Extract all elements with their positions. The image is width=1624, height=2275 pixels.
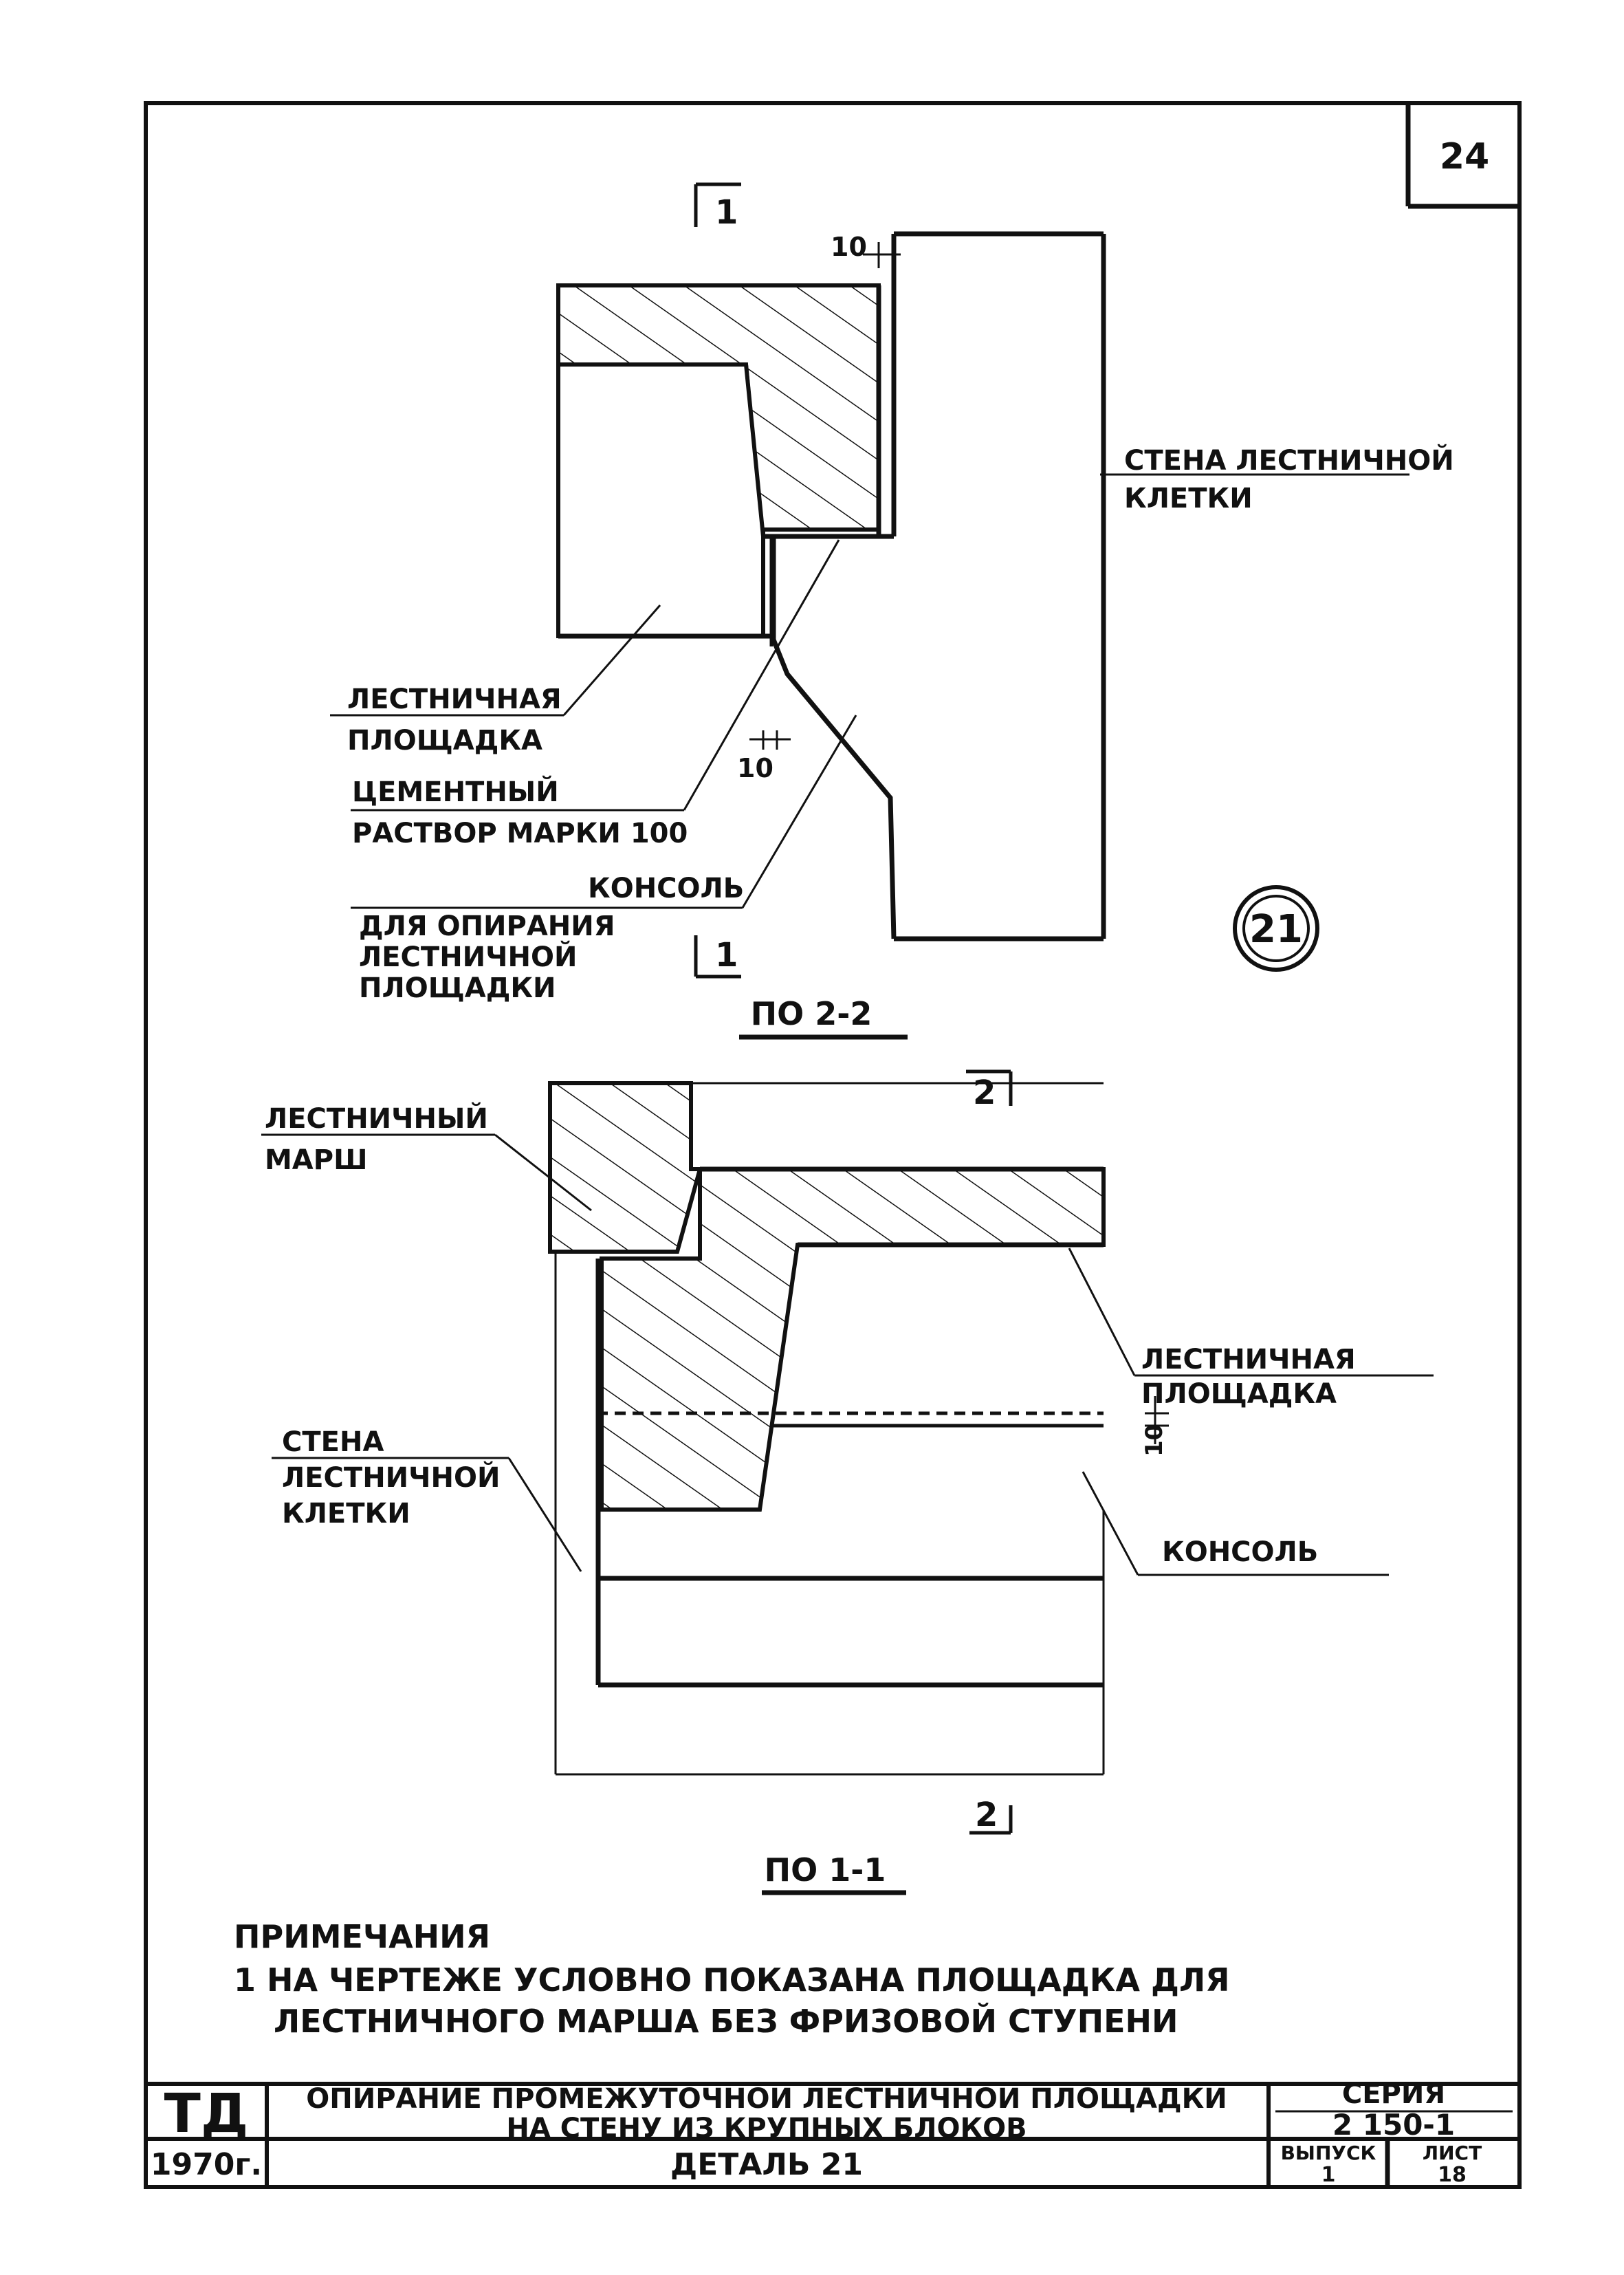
label-landing-line1: ЛЕСТНИЧНАЯ — [347, 684, 562, 715]
sheet-label: ЛИСТ — [1423, 2142, 1482, 2164]
top-section-caption: ПО 2-2 — [751, 995, 873, 1032]
notes-line1: 1 НА ЧЕРТЕЖЕ УСЛОВНО ПОКАЗАНА ПЛОЩАДКА Д… — [234, 1961, 1230, 1999]
dim-bottom — [1145, 1396, 1169, 1444]
svg-text:2: 2 — [973, 1074, 996, 1112]
section-mark-1-bottom: 1 — [694, 935, 741, 979]
sheet-frame — [144, 101, 1522, 2189]
top-section: 1 10 10 — [330, 182, 1454, 1040]
label-wall-line1: СТЕНА ЛЕСТНИЧНОЙ — [1124, 444, 1454, 477]
label-wall-b-line3: КЛЕТКИ — [282, 1498, 410, 1530]
label-landing-b-line1: ЛЕСТНИЧНАЯ — [1141, 1344, 1356, 1375]
label-flight-line2: МАРШ — [265, 1144, 368, 1176]
dim-bottom-label: 10 — [1141, 1424, 1168, 1457]
label-wall-b-line1: СТЕНА — [282, 1426, 384, 1458]
label-mortar-line2: РАСТВОР МАРКИ 100 — [352, 818, 688, 849]
notes-heading: ПРИМЕЧАНИЯ — [234, 1918, 490, 1955]
detail-title: ДЕТАЛЬ 21 — [670, 2147, 863, 2182]
title-line1: ОПИРАНИЕ ПРОМЕЖУТОЧНОЙ ЛЕСТНИЧНОЙ ПЛОЩАД… — [306, 2082, 1227, 2115]
bottom-section-caption: ПО 1-1 — [765, 1851, 886, 1888]
label-wall-line2: КЛЕТКИ — [1124, 483, 1253, 514]
detail-mark-label: 21 — [1249, 907, 1303, 952]
label-console-line2: ДЛЯ ОПИРАНИЯ — [359, 911, 615, 942]
stair-wall — [771, 231, 1106, 941]
label-console-line3: ЛЕСТНИЧНОЙ — [359, 940, 577, 973]
section-mark-1-top: 1 — [694, 182, 741, 232]
issue-label: ВЫПУСК — [1281, 2142, 1376, 2164]
series-label: СЕРИЯ — [1342, 2078, 1445, 2110]
svg-text:1: 1 — [715, 936, 738, 975]
landing-body — [556, 362, 765, 638]
label-landing-line2: ПЛОЩАДКА — [347, 725, 542, 756]
label-mortar-line1: ЦЕМЕНТНЫЙ — [352, 775, 559, 808]
dim-mid-label: 10 — [737, 753, 773, 783]
label-console-b: КОНСОЛЬ — [1162, 1536, 1318, 1568]
bottom-section: 2 10 — [261, 1069, 1434, 1895]
label-landing-b-line2: ПЛОЩАДКА — [1141, 1378, 1337, 1410]
label-console-line4: ПЛОЩАДКИ — [359, 972, 556, 1004]
series-value: 2 150-1 — [1332, 2108, 1455, 2142]
bottom-leaders — [261, 1133, 1434, 1576]
landing-slab — [600, 1167, 1106, 1512]
label-flight-line1: ЛЕСТНИЧНЫЙ — [265, 1102, 488, 1135]
dim-top — [863, 242, 901, 268]
sheet-value: 18 — [1438, 2163, 1467, 2187]
title-line2: НА СТЕНУ ИЗ КРУПНЫХ БЛОКОВ — [506, 2113, 1027, 2144]
notes-line2: ЛЕСТНИЧНОГО МАРША БЕЗ ФРИЗОВОЙ СТУПЕНИ — [274, 2003, 1178, 2040]
detail-mark — [1233, 885, 1319, 972]
label-wall-b-line2: ЛЕСТНИЧНОЙ — [282, 1461, 500, 1494]
sheet-number: 24 — [1440, 136, 1489, 177]
svg-text:1: 1 — [715, 193, 738, 232]
section-mark-2-bottom: 2 — [969, 1796, 1013, 1835]
dim-top-label: 10 — [831, 232, 867, 262]
org-mark: ТД — [164, 2083, 249, 2145]
issue-value: 1 — [1321, 2163, 1336, 2187]
stair-flight — [548, 1081, 703, 1254]
title-block — [146, 2082, 1519, 2187]
label-console-line1: КОНСОЛЬ — [588, 873, 744, 904]
section-mark-2-top: 2 — [966, 1069, 1013, 1112]
svg-text:2: 2 — [975, 1796, 998, 1834]
top-leaders — [330, 473, 1409, 909]
dim-mid — [749, 730, 791, 750]
notes: ПРИМЕЧАНИЯ 1 НА ЧЕРТЕЖЕ УСЛОВНО ПОКАЗАНА… — [234, 1918, 1230, 2040]
year: 1970г. — [151, 2147, 262, 2182]
console-wall — [554, 1252, 1105, 1776]
